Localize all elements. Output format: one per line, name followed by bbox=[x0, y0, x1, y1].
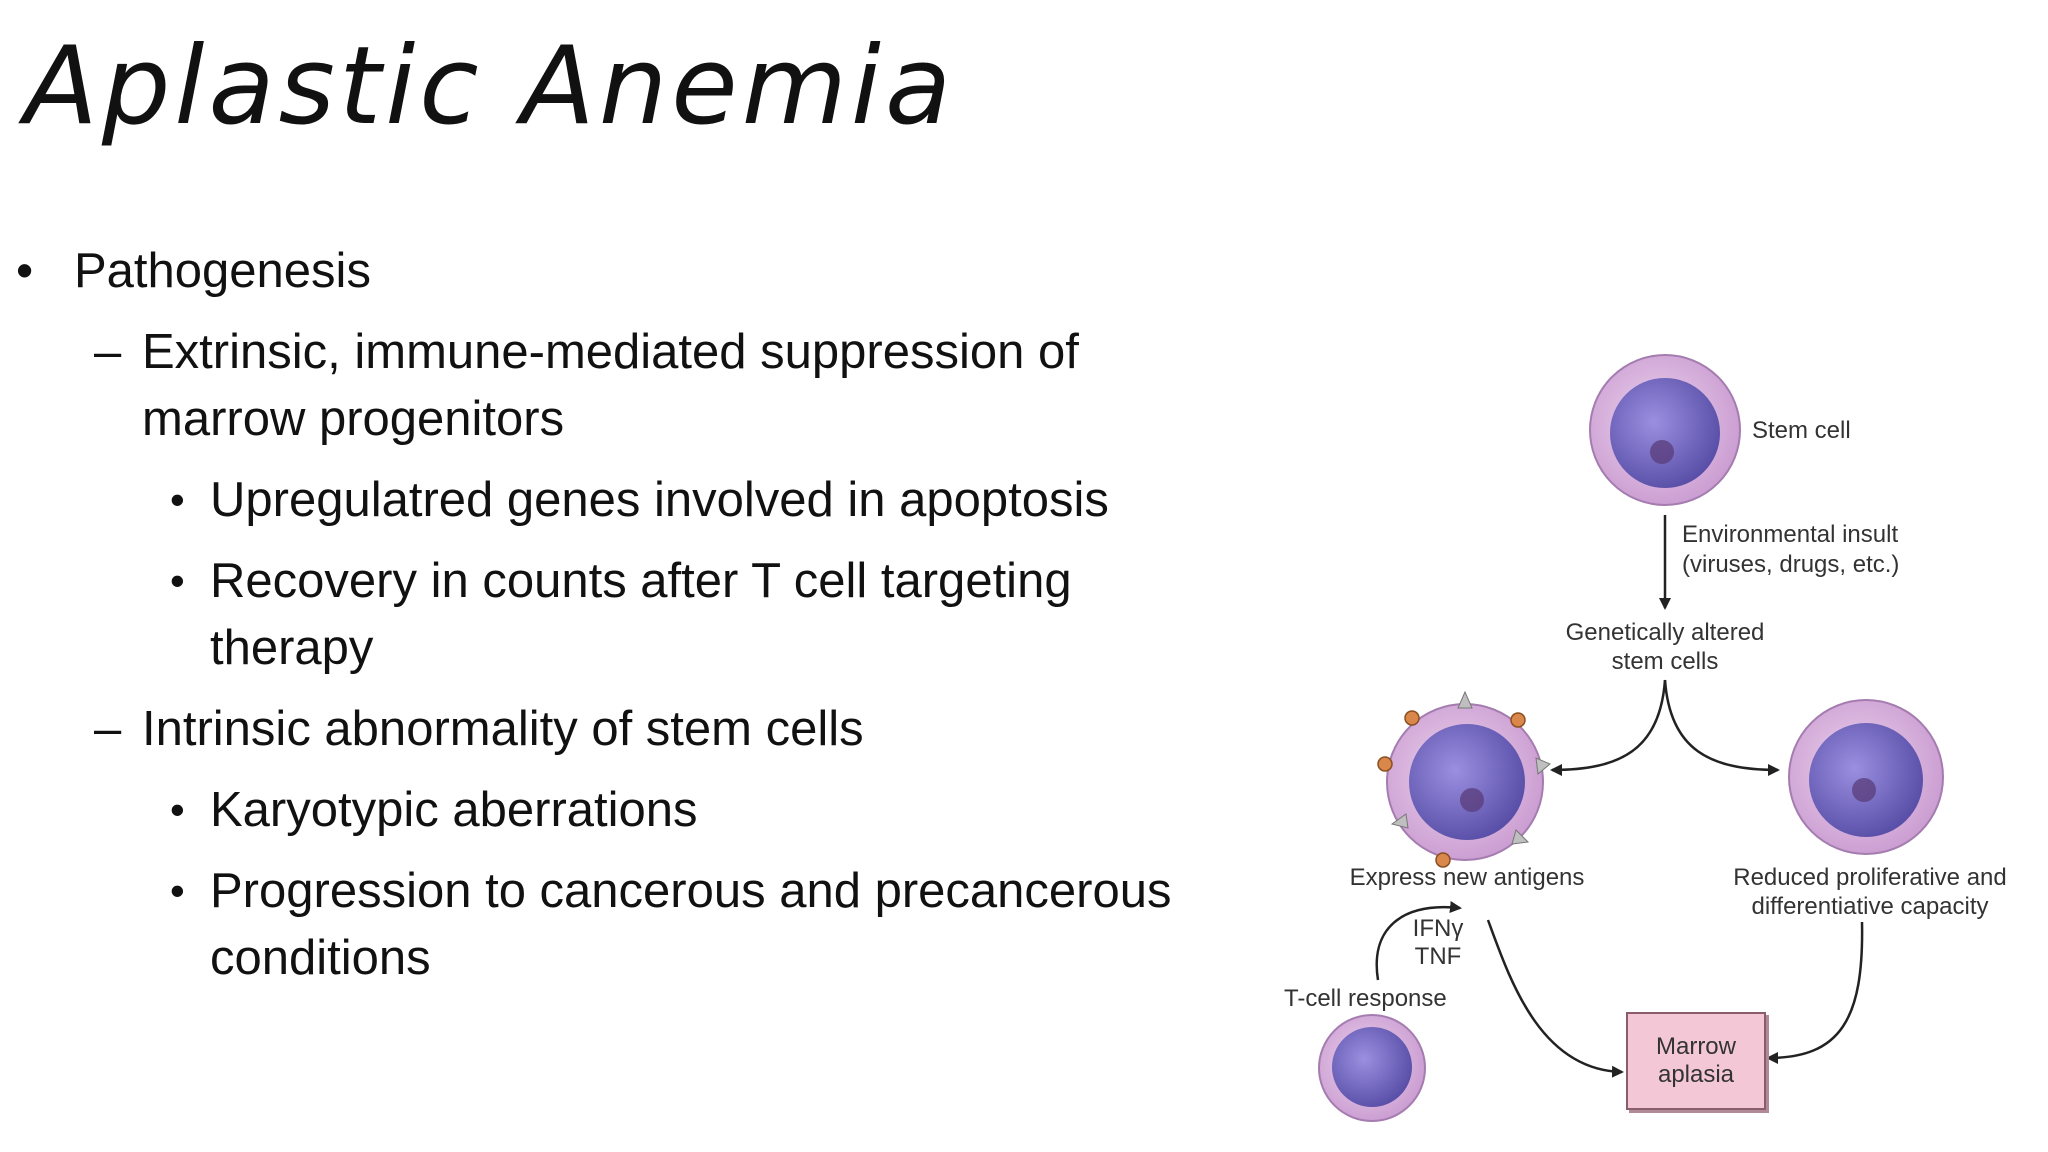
t-cell bbox=[1318, 1014, 1426, 1122]
bullet-marker: • bbox=[16, 244, 34, 298]
bullet-marker: • bbox=[170, 786, 185, 833]
pathogenesis-diagram: Stem cell Environmental insult (viruses,… bbox=[1260, 330, 2040, 1150]
tcell-signal-arrow bbox=[1375, 901, 1462, 981]
bullet-recovery-line2: therapy bbox=[210, 621, 374, 675]
label-marrow-line2: aplasia bbox=[1657, 1061, 1735, 1088]
diagram-graphics bbox=[1318, 354, 1944, 1122]
label-reduced-line1: Reduced proliferative and bbox=[1733, 864, 2007, 891]
bullet-marker: • bbox=[170, 476, 185, 523]
label-tcell: T-cell response bbox=[1284, 985, 1447, 1012]
label-insult-line1: Environmental insult bbox=[1682, 521, 1899, 548]
reduced-to-aplasia-arrow bbox=[1766, 921, 1864, 1064]
reduced-capacity-cell bbox=[1788, 699, 1944, 855]
label-altered-line2: stem cells bbox=[1611, 648, 1719, 675]
bullet-progression-line2: conditions bbox=[210, 931, 431, 985]
label-reduced-line2: differentiative capacity bbox=[1751, 893, 1989, 920]
slide-title: Aplastic Anemia bbox=[24, 24, 956, 149]
bullet-pathogenesis: Pathogenesis bbox=[74, 244, 371, 298]
label-tnf: TNF bbox=[1414, 943, 1462, 970]
dash-marker: – bbox=[94, 325, 122, 379]
dash-marker: – bbox=[94, 702, 122, 756]
antigen-cell bbox=[1377, 690, 1551, 868]
bullet-extrinsic-line2: marrow progenitors bbox=[142, 392, 565, 446]
branch-arrow-right bbox=[1663, 679, 1780, 776]
bullet-intrinsic: Intrinsic abnormality of stem cells bbox=[142, 702, 864, 756]
stem-cell bbox=[1589, 354, 1741, 506]
label-stem-cell: Stem cell bbox=[1752, 417, 1851, 444]
label-antigens: Express new antigens bbox=[1349, 864, 1585, 891]
bullet-progression-line1: Progression to cancerous and precancerou… bbox=[210, 864, 1172, 918]
antigen-to-aplasia-arrow bbox=[1486, 919, 1624, 1078]
label-altered-line1: Genetically altered bbox=[1565, 619, 1765, 646]
bullet-extrinsic-line1: Extrinsic, immune-mediated suppression o… bbox=[142, 325, 1079, 379]
label-marrow-line1: Marrow bbox=[1655, 1033, 1736, 1060]
bullet-recovery-line1: Recovery in counts after T cell targetin… bbox=[210, 554, 1072, 608]
label-insult-line2: (viruses, drugs, etc.) bbox=[1682, 551, 1900, 578]
label-ifn: IFNγ bbox=[1412, 915, 1464, 942]
bullet-marker: • bbox=[170, 867, 185, 914]
branch-arrow-left bbox=[1550, 679, 1667, 776]
bullet-marker: • bbox=[170, 557, 185, 604]
bullet-karyotypic: Karyotypic aberrations bbox=[210, 783, 698, 837]
marrow-aplasia-box: Marrow aplasia bbox=[1626, 1012, 1766, 1110]
bullet-upregulated: Upregulatred genes involved in apoptosis bbox=[210, 473, 1109, 527]
